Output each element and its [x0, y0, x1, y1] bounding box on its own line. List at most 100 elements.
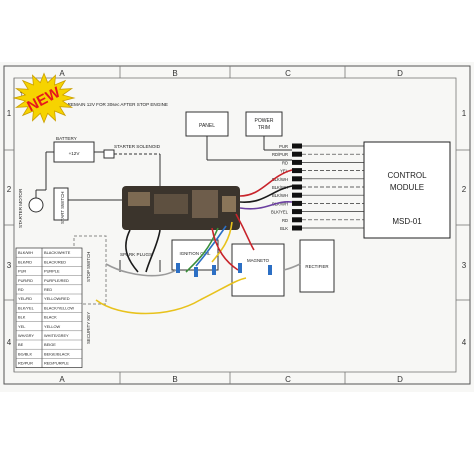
starter-solenoid-label: STARTER SOLENOID	[114, 144, 161, 149]
control-module-model: MSD-01	[392, 217, 422, 226]
wire-terminal	[268, 265, 272, 275]
legend-color-name: BEIGE	[44, 342, 56, 347]
connector-block: PURRD/PURRDYELBLK/WHBLK/WHBLK/WHBLK/WHBL…	[271, 143, 364, 231]
col-label-bottom-a: A	[59, 375, 65, 384]
harness-wire	[239, 169, 293, 197]
legend-code: BLK/YEL	[18, 305, 35, 310]
rectifier-label: RECTIFIER	[305, 264, 328, 269]
connector-label: BLK/WH	[272, 193, 288, 198]
harness-connector-3	[192, 190, 218, 218]
harness-wire	[239, 185, 293, 203]
start-switch-box	[53, 187, 69, 221]
legend-color-name: BLACK/RED	[44, 259, 66, 264]
starter-motor-label: STARTER MOTOR	[18, 188, 23, 228]
panel-label: PANEL	[199, 123, 215, 129]
col-label-top-c: C	[285, 69, 291, 78]
control-module-line2: MODULE	[390, 183, 424, 192]
legend-code: BLK	[18, 315, 26, 320]
new-badge-burst	[12, 72, 76, 124]
legend-code: YEL/RD	[18, 296, 32, 301]
col-label-bottom-b: B	[172, 375, 177, 384]
harness-wire	[95, 299, 201, 315]
harness-wire	[211, 221, 233, 263]
harness-wire	[239, 201, 293, 210]
row-label-left-1: 1	[7, 109, 12, 118]
harness-wire	[125, 229, 139, 273]
connector-label: PUR	[279, 144, 288, 149]
row-label-right-1: 1	[462, 109, 467, 118]
legend-color-name: BLACK/YELLOW	[44, 305, 74, 310]
connector-label: RD/PUR	[272, 152, 288, 157]
legend-code: RD/PUR	[18, 361, 33, 366]
col-label-bottom-c: C	[285, 375, 291, 384]
wire-terminal	[212, 265, 216, 275]
connector-pin	[292, 200, 302, 206]
security-key-label: SECURITY KEY	[86, 312, 91, 344]
connector-label: RD	[282, 160, 288, 165]
connector-pin	[292, 209, 302, 215]
connector-pin	[292, 159, 302, 165]
legend-color-name: BEIGE/BLACK	[44, 351, 70, 356]
row-label-right-3: 3	[462, 261, 467, 270]
panel-box	[185, 111, 229, 137]
harness-wire	[105, 263, 177, 277]
new-badge: NEW	[12, 72, 76, 124]
notes-text: PAR... 10A SYSTEM REMAIN 12V FOR 30sec A…	[24, 102, 168, 107]
legend-code: BG/BLK	[18, 351, 32, 356]
connector-label: YEL	[280, 169, 289, 174]
solenoid-symbol	[103, 149, 115, 159]
harness-wire	[199, 277, 247, 301]
legend-border	[15, 247, 83, 368]
legend-code: RD	[18, 287, 24, 292]
legend-color-name: YELLOW	[44, 324, 61, 329]
legend-code: BLK/WH	[18, 250, 33, 255]
harness-wire	[283, 263, 301, 271]
wire-group	[95, 169, 301, 315]
connector-pin	[292, 176, 302, 182]
row-label-left-3: 3	[7, 261, 12, 270]
row-label-right-2: 2	[462, 185, 467, 194]
connector-pin	[292, 143, 302, 149]
row-label-left-2: 2	[7, 185, 12, 194]
battery-label: BATTERY	[56, 136, 77, 141]
legend-code: PUR/RD	[18, 278, 33, 283]
legend-color-name: PURPLE/RED	[44, 278, 69, 283]
connector-pin	[292, 192, 302, 198]
wire-terminal	[194, 267, 198, 277]
harness-connector-4	[222, 196, 236, 212]
connector-label: BLK	[280, 226, 288, 231]
harness-wire	[145, 229, 161, 273]
legend-color-name: PURPLE	[44, 269, 60, 274]
connector-label: BLK/YEL	[271, 210, 289, 215]
connector-pin	[292, 184, 302, 190]
legend-code: YEL	[18, 324, 26, 329]
ignition-coil-label: IGNITION COIL	[180, 251, 212, 256]
col-label-top-d: D	[397, 69, 403, 78]
legend-code: BLK/RD	[18, 259, 32, 264]
legend-color-name: RED	[44, 287, 52, 292]
legend-color-name: YELLOW/RED	[44, 296, 70, 301]
power-trim-label-1: POWER	[255, 118, 274, 124]
col-label-bottom-d: D	[397, 375, 403, 384]
harness-connector-1	[128, 192, 150, 206]
col-label-top-b: B	[172, 69, 177, 78]
connector-pin	[292, 151, 302, 157]
rectifier-box	[299, 239, 335, 293]
power-trim-box	[245, 111, 283, 137]
stop-switch-label: STOP SWITCH	[86, 252, 91, 282]
legend-color-name: BLACK/WHITE	[44, 250, 71, 255]
wire-terminal	[238, 263, 242, 273]
battery-volts: +12V	[69, 151, 81, 156]
harness-wire	[185, 227, 219, 273]
harness-wire	[195, 225, 227, 267]
spark-plugs-label: SPARK PLUGS	[120, 252, 152, 257]
connector-pin	[292, 168, 302, 174]
harness-wire	[235, 213, 255, 251]
legend-code: WH/GRY	[18, 333, 34, 338]
harness-connector-2	[154, 194, 188, 214]
control-module-box	[363, 141, 451, 239]
legend-color-name: WHITE/GREY	[44, 333, 69, 338]
col-label-top-a: A	[59, 69, 65, 78]
